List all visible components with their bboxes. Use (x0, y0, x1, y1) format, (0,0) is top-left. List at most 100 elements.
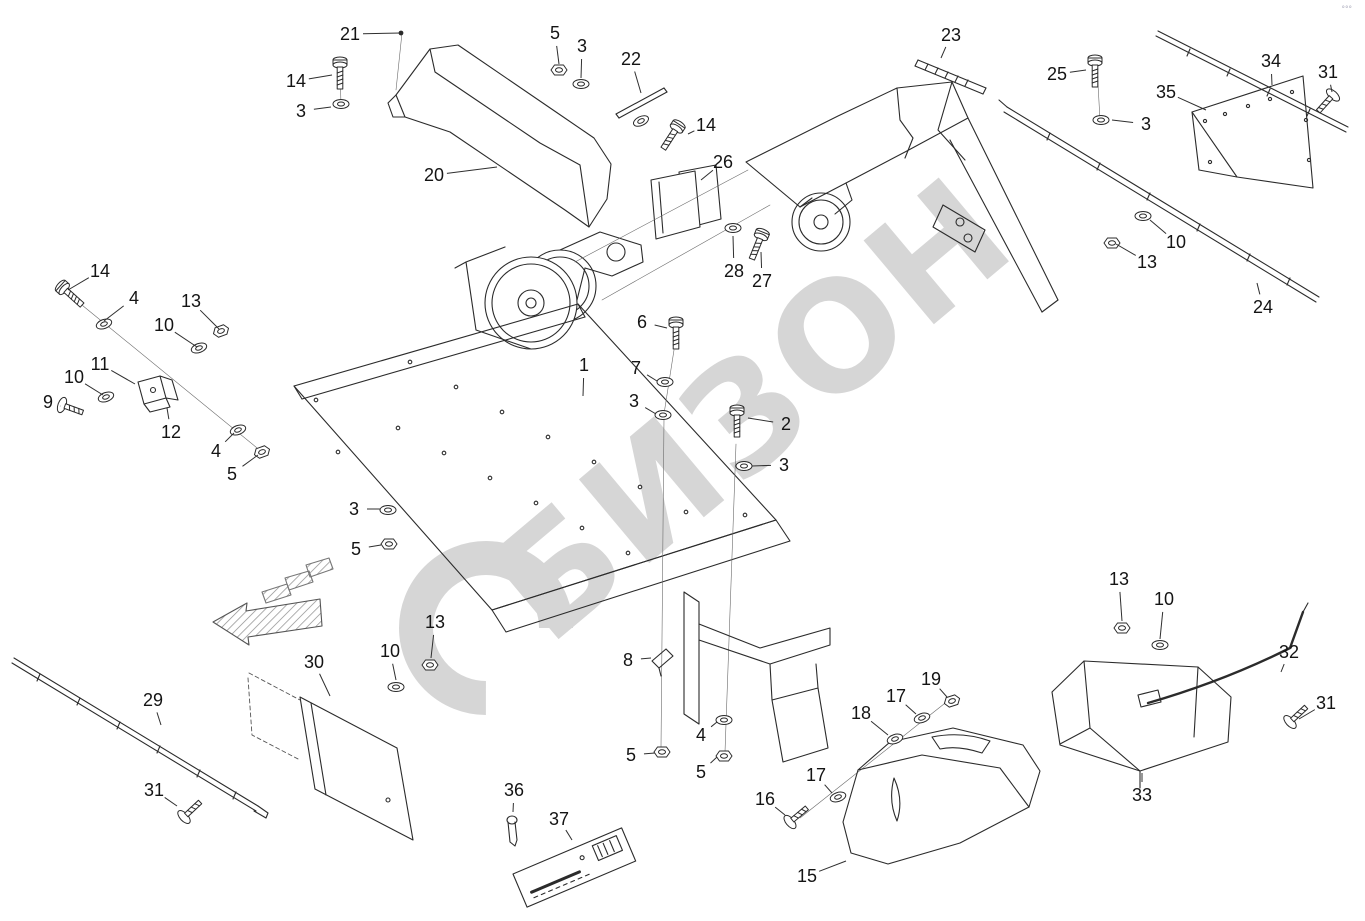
callout-leader-10 (1149, 219, 1167, 234)
callout-leader-17 (905, 704, 917, 715)
callout-14: 14 (286, 71, 306, 91)
nut-icon (653, 746, 671, 758)
callout-leader-5 (710, 756, 718, 764)
callout-36: 36 (504, 780, 524, 800)
washer-icon (735, 460, 753, 472)
callout-leader-13 (1119, 591, 1123, 622)
part-rail-bottom-left (11, 657, 269, 819)
part-decal (512, 827, 637, 908)
part-support-rod (1137, 602, 1309, 708)
callout-leader-10 (392, 663, 397, 681)
callout-leader-14 (308, 74, 333, 80)
callout-13: 13 (425, 612, 445, 632)
bolt-icon (656, 117, 688, 154)
washer-icon (96, 389, 116, 405)
callout-leader-30 (319, 673, 331, 697)
callout-leader-13 (430, 634, 435, 659)
screw-icon (54, 395, 86, 421)
callout-leader-3 (751, 464, 772, 467)
part-main-frame (745, 81, 1059, 313)
callout-9: 9 (43, 392, 53, 412)
part-bracket (137, 375, 179, 413)
callout-leader-31 (164, 797, 178, 807)
callout-leader-3 (313, 106, 332, 110)
callout-23: 23 (941, 25, 961, 45)
callout-4: 4 (211, 441, 221, 461)
callout-leader-29 (156, 712, 162, 726)
callout-leader-8 (640, 657, 652, 660)
callout-5: 5 (550, 23, 560, 43)
callout-18: 18 (851, 703, 871, 723)
callout-5: 5 (696, 762, 706, 782)
construction-lines (65, 65, 1101, 819)
callout-leader-3 (1111, 119, 1134, 123)
callout-5: 5 (351, 539, 361, 559)
callout-leader-4 (710, 721, 718, 728)
callout-leader-17 (824, 784, 833, 794)
callout-10: 10 (154, 315, 174, 335)
callout-leader-37 (565, 829, 573, 841)
screw-icon (781, 801, 813, 832)
callout-leader-5 (242, 454, 259, 467)
callout-12: 12 (161, 422, 181, 442)
callout-8: 8 (623, 650, 633, 670)
nut-icon (1103, 237, 1121, 249)
callout-30: 30 (304, 652, 324, 672)
nut-icon (715, 750, 733, 762)
callout-leader-4 (103, 305, 124, 322)
washer-icon (1151, 639, 1169, 651)
bolt-icon (332, 56, 348, 90)
bolt-icon (1087, 54, 1103, 88)
nut-icon (1113, 622, 1131, 634)
callout-leader-4 (224, 432, 235, 443)
washer-icon (332, 98, 350, 110)
part-top-cover (387, 32, 612, 228)
callout-leader-16 (774, 806, 786, 816)
callout-2: 2 (781, 414, 791, 434)
callout-leader-5 (556, 45, 560, 65)
part-cover-right (1051, 660, 1232, 789)
callout-24: 24 (1253, 297, 1273, 317)
callout-28: 28 (724, 261, 744, 281)
callout-leader-31 (1298, 709, 1316, 720)
callout-leader-15 (818, 860, 847, 872)
callout-22: 22 (621, 49, 641, 69)
callout-10: 10 (380, 641, 400, 661)
callout-leader-14 (67, 277, 90, 291)
bolt-icon (53, 277, 88, 311)
washer-icon (656, 376, 674, 388)
callout-leader-32 (1280, 663, 1285, 673)
washer-icon (94, 316, 114, 332)
callout-3: 3 (349, 499, 359, 519)
callout-1: 1 (579, 355, 589, 375)
callout-3: 3 (1141, 114, 1151, 134)
part-main-panel (293, 303, 791, 633)
callout-leader-13 (199, 309, 220, 330)
callout-31: 31 (144, 780, 164, 800)
part-clip (506, 815, 518, 847)
bolt-icon (744, 226, 771, 263)
callout-leader-1 (582, 377, 585, 397)
part-wear-strip (914, 59, 987, 95)
callout-29: 29 (143, 690, 163, 710)
washer-icon (387, 681, 405, 693)
callout-16: 16 (755, 789, 775, 809)
watermark-text: БИЗОН (459, 144, 1045, 675)
callout-34: 34 (1261, 51, 1281, 71)
callout-4: 4 (129, 288, 139, 308)
callout-leader-13 (1115, 243, 1137, 256)
nut-icon (421, 659, 439, 671)
corner-mark: °°° (1342, 5, 1353, 13)
callout-leader-19 (939, 688, 948, 698)
callout-leader-27 (760, 251, 763, 269)
washer-icon (724, 222, 742, 234)
callout-27: 27 (752, 271, 772, 291)
callout-leader-10 (1159, 611, 1164, 640)
callout-leader-10 (174, 331, 198, 348)
nut-icon (211, 323, 231, 339)
callout-leader-10 (84, 383, 104, 396)
callout-17: 17 (806, 765, 826, 785)
callout-20: 20 (424, 165, 444, 185)
